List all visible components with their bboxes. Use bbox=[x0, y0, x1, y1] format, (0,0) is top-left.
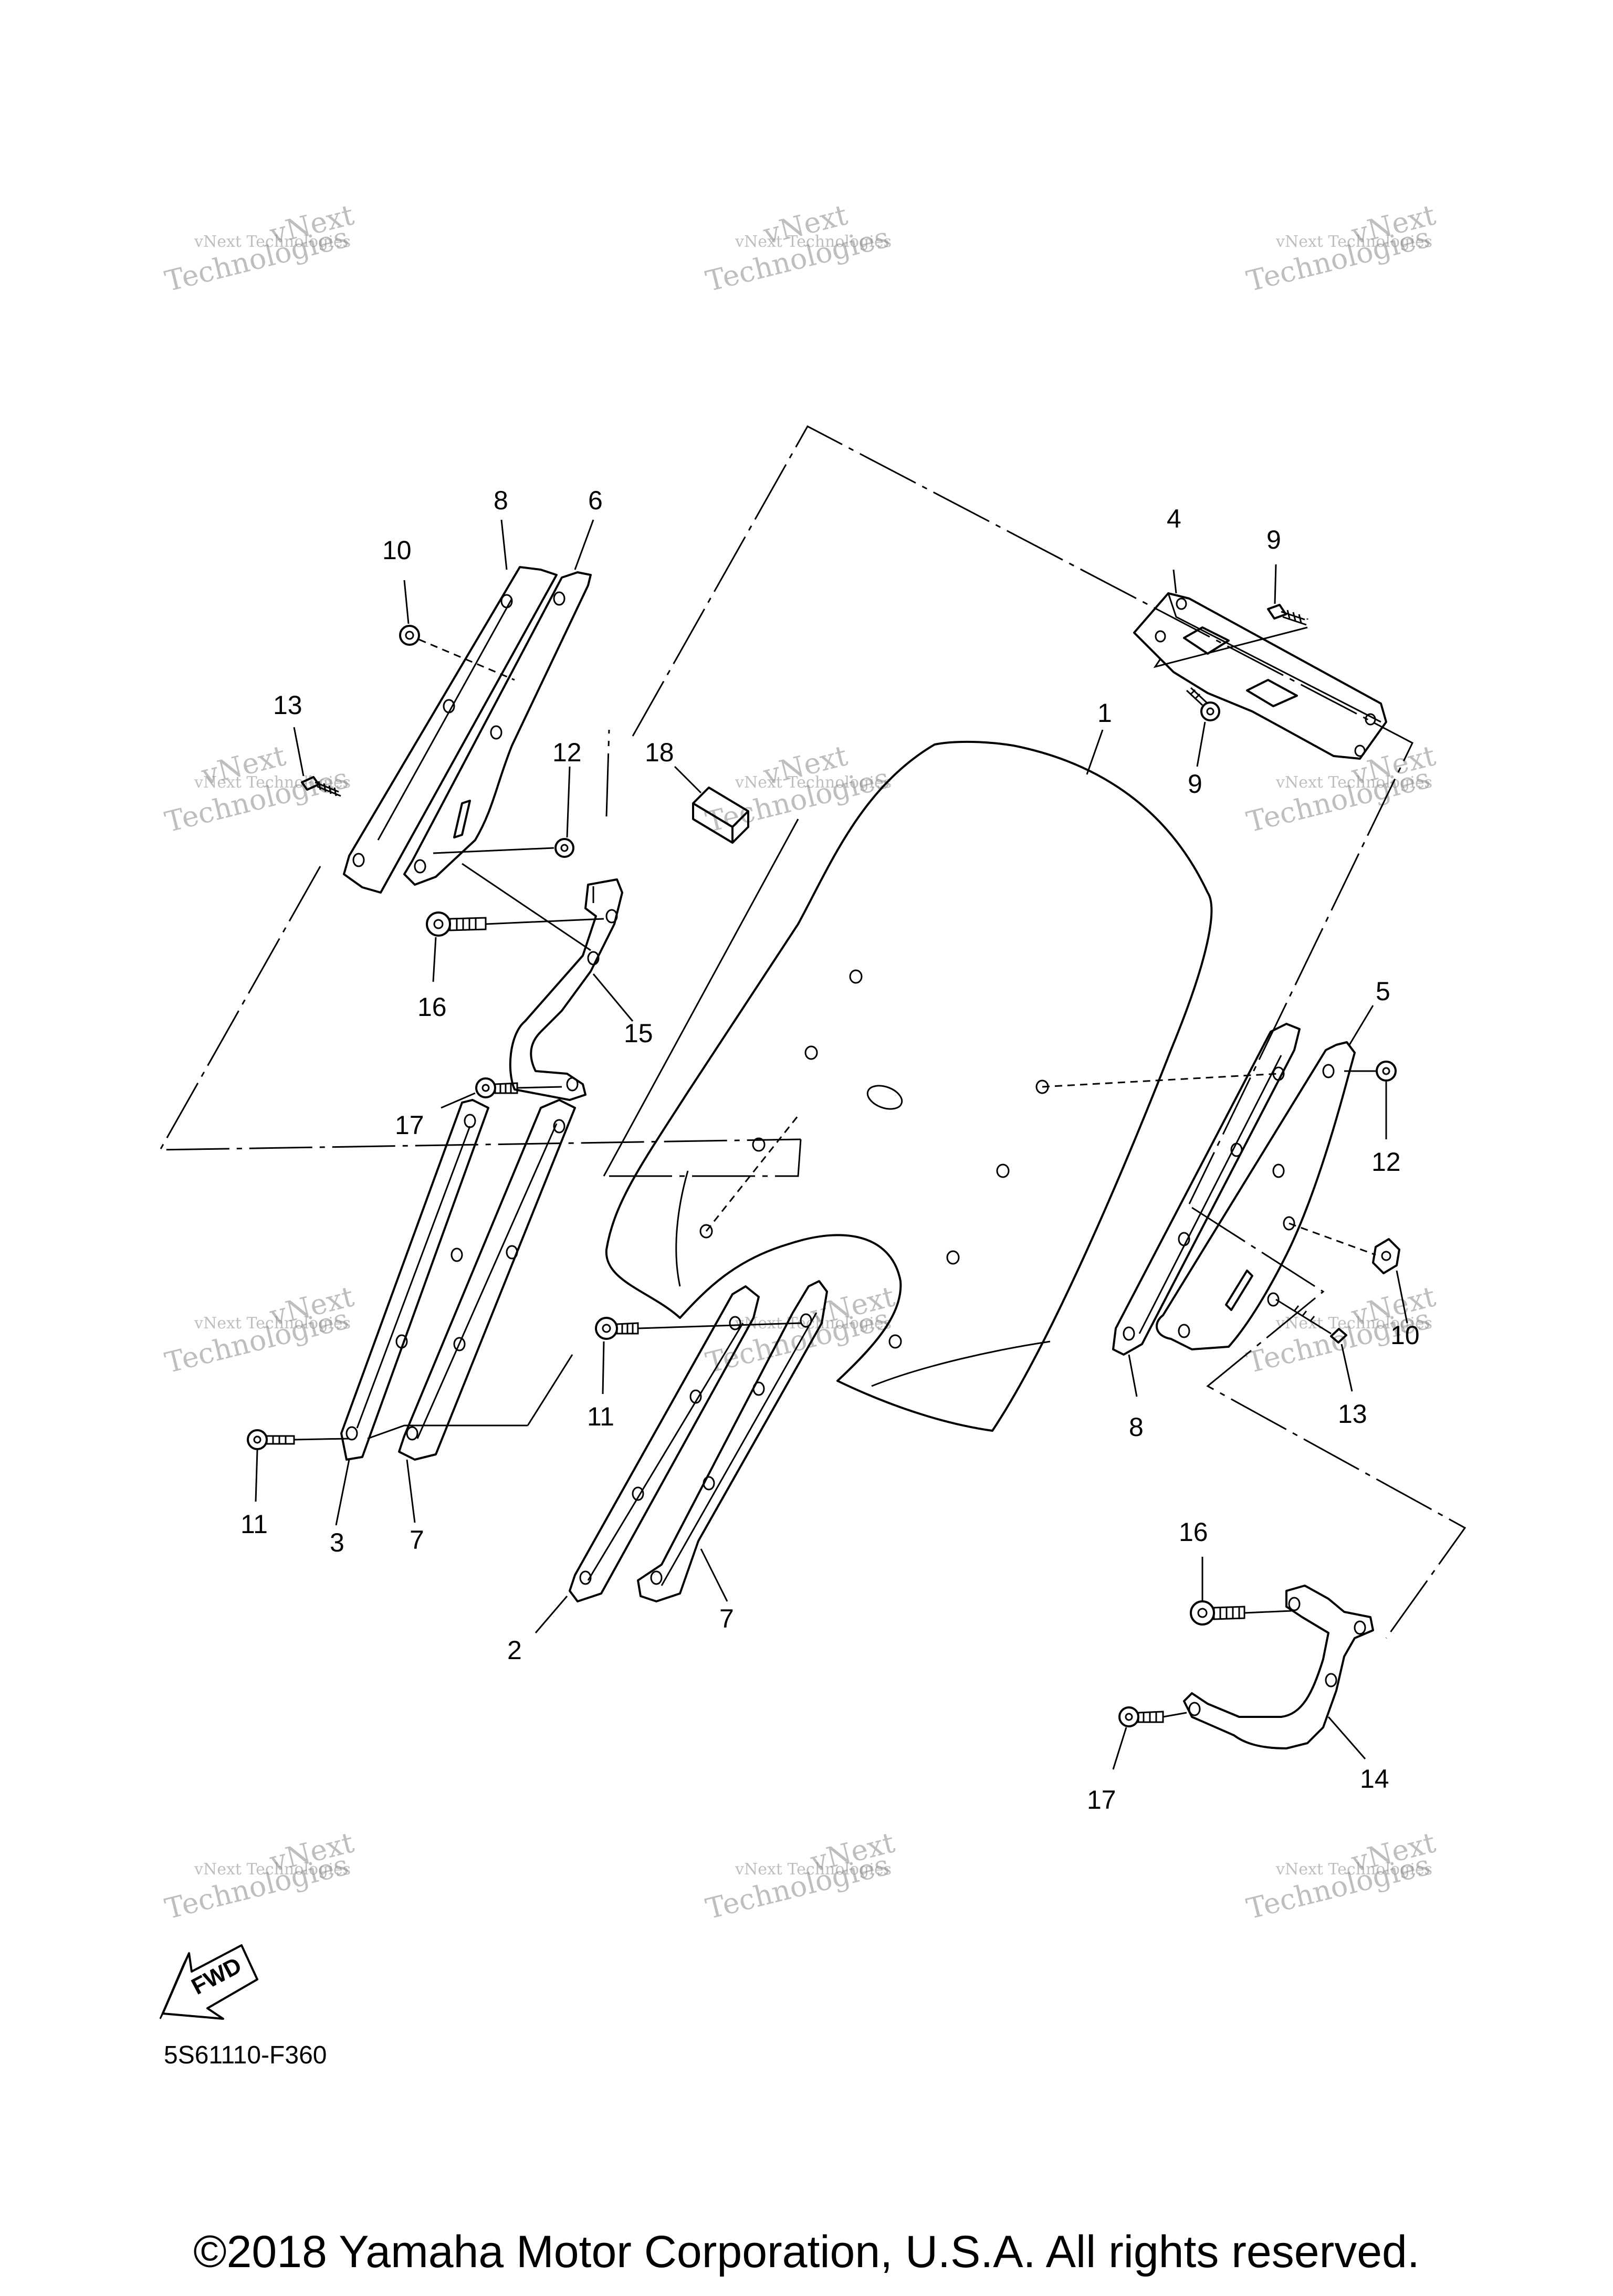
callout-12-left: 12 bbox=[552, 738, 582, 767]
callout-16-left: 16 bbox=[417, 992, 447, 1022]
callout-8-left: 8 bbox=[494, 486, 508, 515]
callout-8-right: 8 bbox=[1129, 1412, 1144, 1442]
bolt-part-16-right bbox=[1190, 1557, 1292, 1626]
callout-5: 5 bbox=[1376, 977, 1390, 1006]
copyright-notice: ©2018 Yamaha Motor Corporation, U.S.A. A… bbox=[193, 2227, 1420, 2277]
watermark-text: vNext Technologies bbox=[1275, 773, 1432, 792]
watermark-text: vNext Technologies bbox=[194, 1860, 351, 1879]
callout-4: 4 bbox=[1167, 504, 1181, 533]
bracket-part-15 bbox=[462, 863, 634, 1101]
vent-hole bbox=[866, 1085, 903, 1110]
callout-11-left: 11 bbox=[240, 1509, 268, 1539]
callout-12-right: 12 bbox=[1371, 1147, 1401, 1177]
stay-part-7-left bbox=[398, 1099, 576, 1523]
windshield-part-1 bbox=[605, 740, 1279, 1432]
bolt-part-16-left bbox=[426, 911, 604, 982]
watermark-text: vNext Technologies bbox=[194, 233, 351, 251]
bolt-part-11-middle bbox=[595, 1317, 801, 1395]
callout-14: 14 bbox=[1360, 1764, 1389, 1794]
callout-labels: 1 2 3 4 5 6 7 7 8 8 9 9 10 10 11 11 12 1… bbox=[240, 486, 1420, 1815]
stay-part-2 bbox=[535, 1285, 760, 1633]
mount-hole bbox=[888, 1334, 902, 1349]
callout-13-left: 13 bbox=[273, 690, 302, 720]
stay-part-7-middle bbox=[637, 1280, 828, 1602]
callout-9-bottom: 9 bbox=[1188, 769, 1202, 799]
assembly-outline bbox=[159, 425, 1467, 1639]
bracket-part-14 bbox=[1183, 1585, 1374, 1759]
plate-part-8 bbox=[343, 566, 558, 894]
bolt-part-17-left bbox=[441, 1077, 562, 1109]
stay-part-5 bbox=[1156, 1005, 1374, 1350]
watermark-text: vNext Technologies bbox=[194, 1314, 351, 1333]
bolt-part-17-right bbox=[1112, 1706, 1187, 1770]
bolt-part-13-right bbox=[1275, 1298, 1353, 1392]
mount-hole bbox=[849, 969, 863, 984]
bolt-part-9-bottom bbox=[1186, 687, 1220, 767]
callout-17-left: 17 bbox=[395, 1110, 424, 1140]
callout-9-top: 9 bbox=[1266, 525, 1281, 554]
callout-13-right: 13 bbox=[1338, 1399, 1367, 1429]
callout-18: 18 bbox=[645, 738, 674, 767]
stay-part-3 bbox=[335, 1099, 489, 1526]
callout-15: 15 bbox=[624, 1019, 653, 1048]
fwd-arrow-icon: FWD bbox=[159, 1944, 258, 2020]
mount-hole bbox=[996, 1163, 1010, 1178]
bolt-part-11-left bbox=[247, 1429, 350, 1502]
acorn-nut-part-12-left bbox=[433, 766, 574, 858]
mount-hole bbox=[804, 1045, 818, 1060]
bracket-part-4 bbox=[1133, 569, 1387, 760]
stay-part-6 bbox=[403, 571, 592, 886]
callout-2: 2 bbox=[507, 1635, 522, 1665]
watermarks: vNext Technologies Technologies vNext vN… bbox=[162, 198, 1439, 1925]
callout-7-middle: 7 bbox=[719, 1604, 734, 1633]
watermark-text: vNext Technologies bbox=[1275, 233, 1432, 251]
callout-6: 6 bbox=[588, 486, 603, 515]
bolt-part-9-top bbox=[1153, 564, 1308, 668]
callout-10-left: 10 bbox=[382, 536, 412, 565]
watermark-text: vNext Technologies bbox=[735, 773, 892, 792]
callout-7-left: 7 bbox=[410, 1525, 424, 1555]
acorn-nut-part-12-right bbox=[1344, 1061, 1397, 1139]
bolt-part-13-left bbox=[293, 727, 341, 797]
callout-3: 3 bbox=[330, 1528, 344, 1557]
pad-part-18 bbox=[674, 766, 749, 844]
plate-part-8-right bbox=[1112, 1023, 1301, 1397]
callout-1: 1 bbox=[1097, 698, 1112, 728]
mount-hole bbox=[752, 1137, 766, 1152]
watermark-text: vNext Technologies bbox=[735, 1860, 892, 1879]
callout-16-right: 16 bbox=[1179, 1517, 1208, 1547]
watermark-text: vNext Technologies bbox=[735, 233, 892, 251]
callout-11-middle: 11 bbox=[587, 1402, 614, 1431]
callout-10-right: 10 bbox=[1390, 1320, 1420, 1350]
diagram-code: 5S61110-F360 bbox=[164, 2041, 327, 2069]
mount-hole bbox=[699, 1224, 713, 1239]
watermark-text: vNext Technologies bbox=[1275, 1860, 1432, 1879]
callout-17-right: 17 bbox=[1087, 1785, 1116, 1815]
nut-part-10-left bbox=[399, 580, 515, 681]
mount-hole bbox=[946, 1250, 960, 1265]
nut-part-10-right bbox=[1289, 1222, 1408, 1324]
